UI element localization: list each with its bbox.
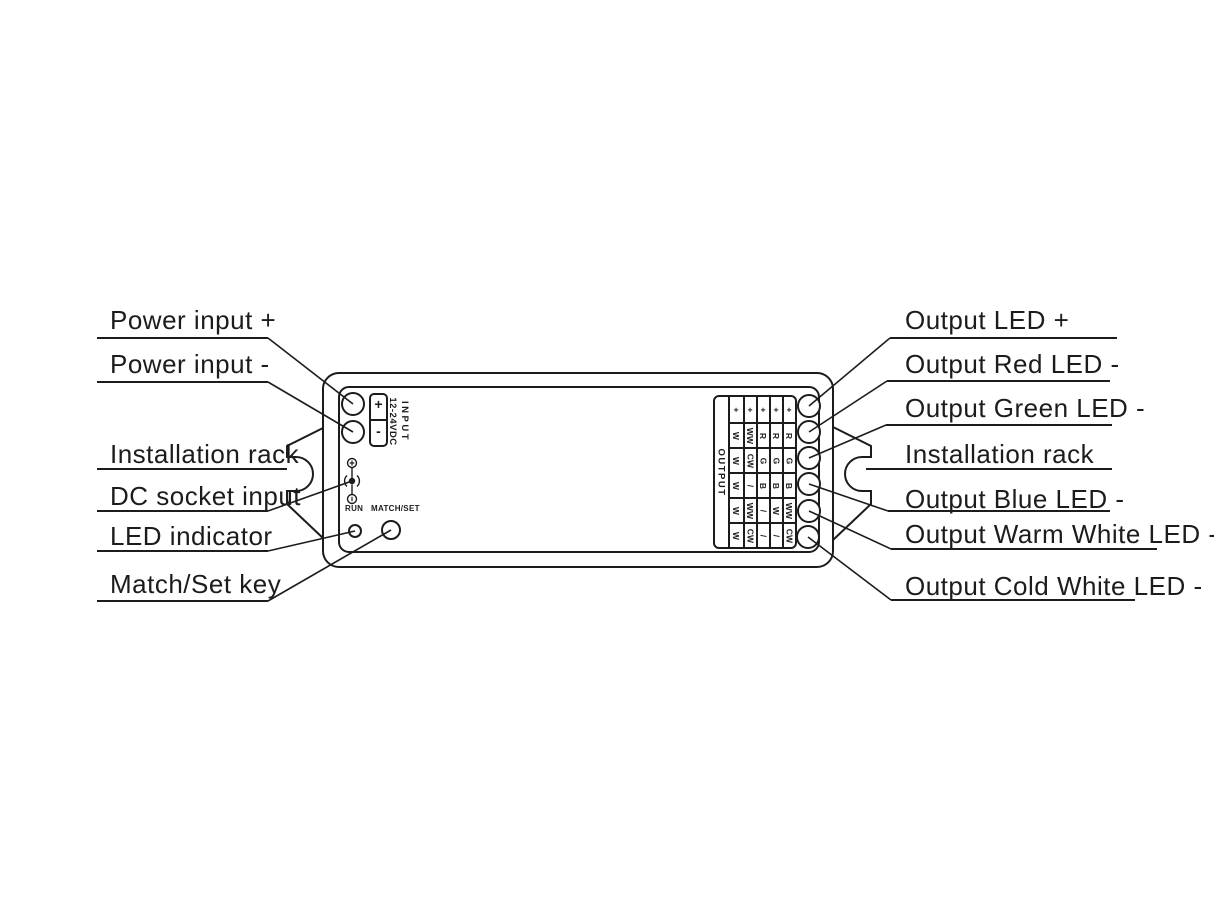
label-dc-socket-input: DC socket input <box>110 481 302 511</box>
input-marking-line1: INPUT <box>399 401 410 442</box>
output-table-cell: W <box>730 422 743 447</box>
device-body <box>322 372 834 568</box>
output-table-cell: + <box>731 406 742 413</box>
output-table-cell: / <box>769 522 782 547</box>
output-table-cell: WW <box>782 497 795 522</box>
label-output-warm-white-led: Output Warm White LED - <box>905 519 1214 549</box>
output-table-cell: G <box>782 447 795 472</box>
output-table-cell: + <box>756 397 769 422</box>
label-installation-rack-right: Installation rack <box>905 439 1095 469</box>
left-mounting-tab <box>286 426 326 541</box>
output-table-cell: W <box>730 497 743 522</box>
output-table-cell: B <box>756 472 769 497</box>
label-output-red-led: Output Red LED - <box>905 349 1120 379</box>
output-table-cell: B <box>769 472 782 497</box>
output-table-cell: W <box>730 472 743 497</box>
right-mounting-tab <box>832 426 872 541</box>
label-match-set-key: Match/Set key <box>110 569 282 599</box>
input-minus-sign: - <box>376 423 381 439</box>
label-underlines <box>97 337 1157 602</box>
output-table-cell: R <box>756 422 769 447</box>
output-table-cell: R <box>782 422 795 447</box>
output-table-cell: CW <box>743 447 756 472</box>
input-voltage-marking: INPUT 12-24VDC <box>387 393 411 450</box>
output-table: OUTPUT + + + + + W WW R R R W CW G G G W… <box>713 395 797 549</box>
output-table-cell: W <box>730 447 743 472</box>
run-caption: RUN <box>345 504 364 513</box>
output-table-cell: + <box>769 397 782 422</box>
output-table-title-column: OUTPUT <box>715 397 730 547</box>
label-led-indicator: LED indicator <box>110 521 273 551</box>
output-table-cell: / <box>743 472 756 497</box>
output-table-cell: G <box>769 447 782 472</box>
label-output-led-plus: Output LED + <box>905 305 1070 335</box>
label-output-blue-led: Output Blue LED - <box>905 484 1125 514</box>
label-power-input-plus: Power input + <box>110 305 277 335</box>
label-power-input-minus: Power input - <box>110 349 270 379</box>
input-plus-sign: + <box>374 396 383 412</box>
match-set-caption: MATCH/SET <box>371 504 420 513</box>
output-table-title: OUTPUT <box>716 447 727 497</box>
input-terminal-block <box>369 393 388 447</box>
label-output-cold-white-led: Output Cold White LED - <box>905 571 1203 601</box>
output-table-cell: + <box>743 397 756 422</box>
output-table-cell: CW <box>782 522 795 547</box>
output-table-cell: W <box>730 522 743 547</box>
output-table-cell: WW <box>743 497 756 522</box>
output-table-cell: G <box>756 447 769 472</box>
output-table-cell: B <box>782 472 795 497</box>
label-output-green-led: Output Green LED - <box>905 393 1146 423</box>
output-table-cell: / <box>756 522 769 547</box>
output-table-cell: R <box>769 422 782 447</box>
output-table-cell: / <box>756 497 769 522</box>
label-installation-rack-left: Installation rack <box>110 439 300 469</box>
output-table-cell: WW <box>743 422 756 447</box>
input-marking-line2: 12-24VDC <box>387 397 399 446</box>
output-table-cell: W <box>769 497 782 522</box>
dc-socket-symbol <box>343 457 361 505</box>
output-table-cell: CW <box>743 522 756 547</box>
leader-lines <box>267 337 892 602</box>
output-table-cell: + <box>782 397 795 422</box>
output-table-grid: + + + + + W WW R R R W CW G G G W / B B … <box>730 397 795 547</box>
